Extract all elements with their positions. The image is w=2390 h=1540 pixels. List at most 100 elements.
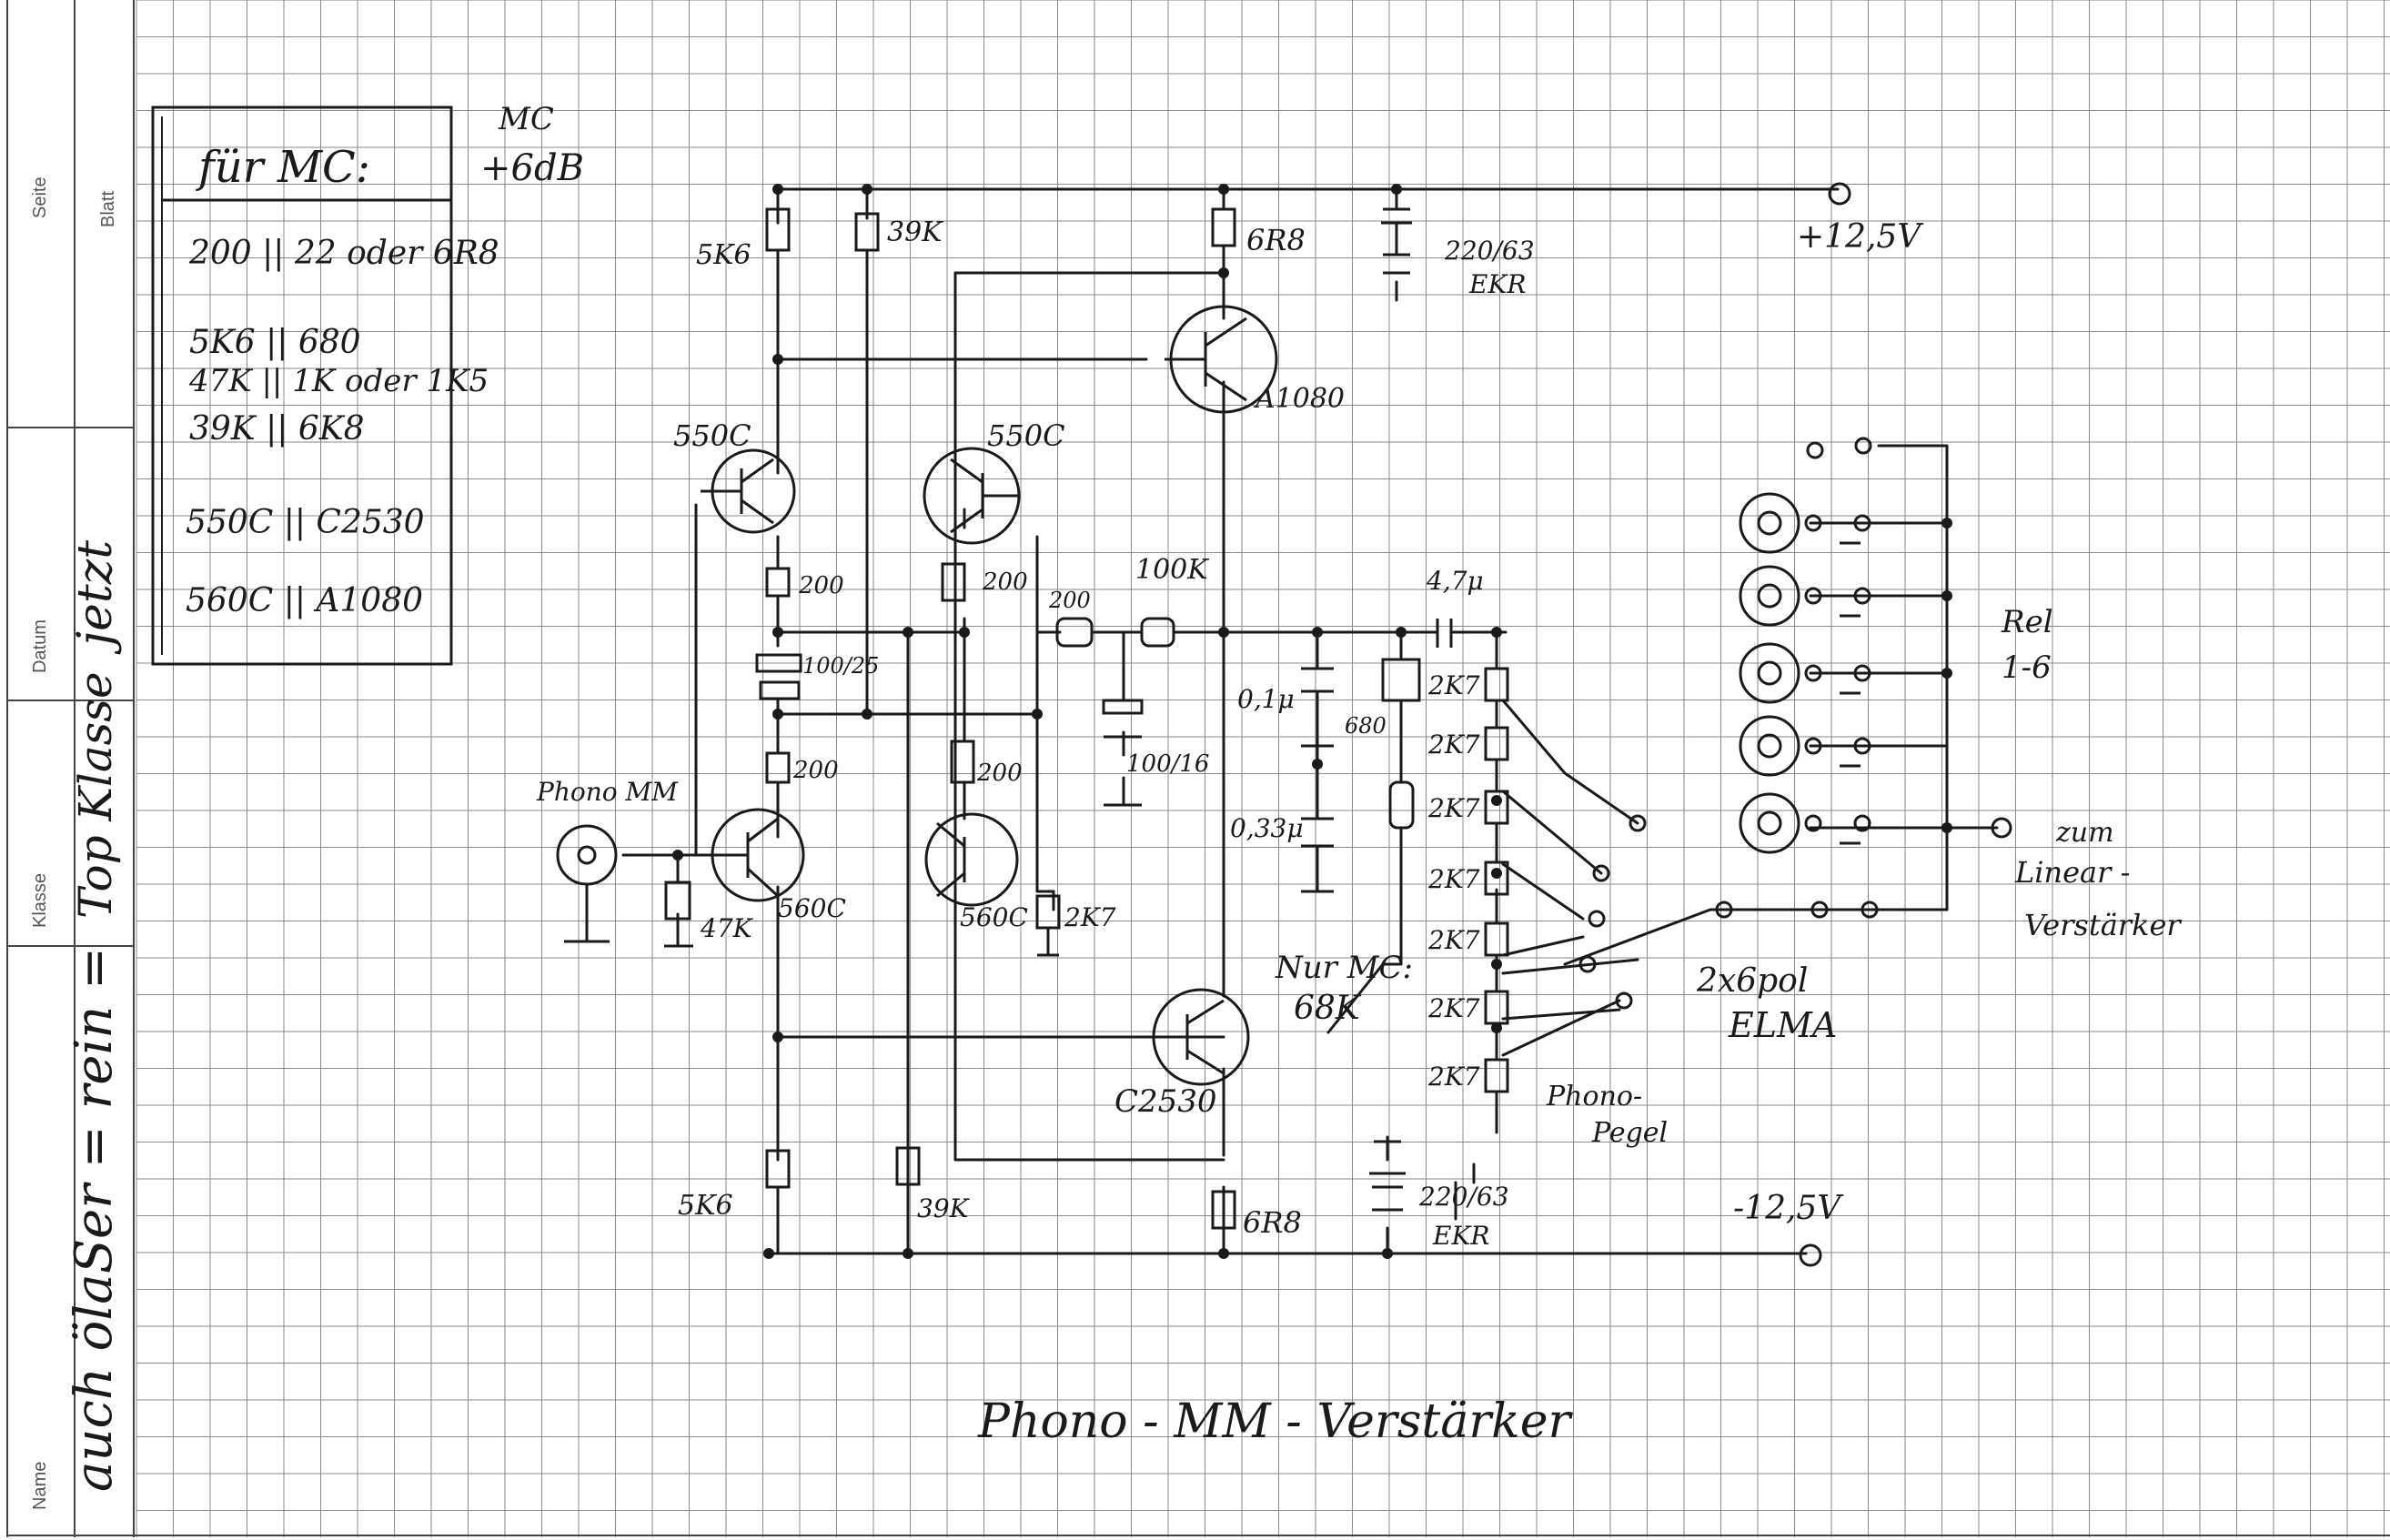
- label-220-top: 220/63: [1444, 236, 1535, 266]
- label-out-3: Verstärker: [2024, 908, 2182, 942]
- junction-dot: [1491, 627, 1502, 638]
- mc-row-6: 560C || A1080: [186, 582, 423, 619]
- capacitor-220-top: [1381, 207, 1412, 275]
- junction-dot: [1491, 1022, 1502, 1033]
- relay-contact: [1806, 441, 1824, 459]
- mc-note-box: für MC: MC +6dB 200 || 22 oder 6R8 5K6 |…: [151, 101, 584, 666]
- transistor-560c-right: [924, 812, 1019, 907]
- label-560c-left: 560C: [778, 893, 846, 923]
- relay-contact: [1853, 587, 1871, 605]
- junction-dot: [903, 1248, 913, 1259]
- name-value: auch ölaSer = rein =: [65, 947, 124, 1492]
- switch-contact: [1629, 814, 1647, 832]
- junction-dot: [1391, 184, 1402, 195]
- ladder-resistors: [1484, 667, 1509, 1093]
- output-terminal: [1991, 817, 2012, 839]
- switch-contact: [1715, 901, 1733, 919]
- resistor-6r8-top: [1211, 207, 1236, 247]
- grid-paper: [136, 0, 2390, 1537]
- label-5k6-bot: 5K6: [678, 1190, 733, 1222]
- label-nur-mc-2: 68K: [1294, 990, 1362, 1027]
- label-200-b: 200: [982, 569, 1028, 596]
- label-200-a: 200: [798, 572, 844, 599]
- label-supply-neg: -12,5V: [1733, 1190, 1844, 1227]
- mc-row-3: 47K || 1K oder 1K5: [188, 363, 489, 399]
- label-out-1: zum: [2055, 817, 2114, 849]
- junction-dot: [1491, 868, 1502, 879]
- relay-jack-pin: [1757, 733, 1782, 759]
- relay-jack-pin: [1757, 660, 1782, 686]
- capacitor-220-bot: [1369, 1140, 1406, 1212]
- label-6r8-bot: 6R8: [1243, 1205, 1302, 1240]
- relay-jack: [1739, 642, 1800, 704]
- resistor-200-b: [941, 562, 966, 602]
- label-200-c: 200: [792, 757, 839, 784]
- label-550c-right: 550C: [987, 418, 1065, 453]
- label-ladder-2k7: 2K7: [1427, 864, 1480, 894]
- label-nur-mc-1: Nur MC:: [1275, 950, 1413, 986]
- relay-jack: [1739, 565, 1800, 627]
- label-ladder-2k7: 2K7: [1427, 730, 1480, 760]
- junction-dot: [1491, 959, 1502, 970]
- relay-jack-pin: [1757, 810, 1782, 836]
- capacitor-680: [1381, 658, 1421, 702]
- capacitor-100-16: [1102, 699, 1144, 715]
- mc-gain-top: MC: [498, 101, 554, 137]
- mc-gain-bottom: +6dB: [480, 147, 584, 189]
- label-39k-bot: 39K: [917, 1193, 971, 1223]
- relay-jack-pin: [1757, 583, 1782, 609]
- ladder-resistor: [1484, 1058, 1509, 1093]
- junction-dot: [1941, 822, 1952, 833]
- junction-dot: [772, 354, 783, 365]
- capacitor-100-25: [755, 653, 802, 673]
- capacitor-100-16-b: [1104, 735, 1142, 807]
- relay-jack: [1739, 715, 1800, 777]
- resistor-6r8-bot: [1211, 1190, 1236, 1230]
- resistor-2k7-side-ground: [1037, 928, 1059, 957]
- label-rel-1: Rel: [2001, 604, 2053, 640]
- resistor-200-a: [765, 567, 791, 598]
- resistor-39k-bot: [895, 1146, 921, 1186]
- name-label: Name: [30, 1462, 50, 1510]
- junction-dot: [1218, 184, 1229, 195]
- label-ladder-2k7: 2K7: [1427, 993, 1480, 1023]
- junction-dot: [1382, 1248, 1393, 1259]
- junction-dot: [1218, 267, 1229, 278]
- component-labels: 5K6 39K 6R8 220/63 EKR +12,5V A1080 550C…: [536, 216, 2182, 1449]
- junction-dot: [1396, 627, 1407, 638]
- relay-contact: [1853, 664, 1871, 682]
- ladder-resistor: [1484, 861, 1509, 896]
- ladder-resistor: [1484, 726, 1509, 761]
- label-phono-pegel-1: Phono-: [1546, 1081, 1642, 1112]
- relay-jack-pin: [1757, 510, 1782, 536]
- resistor-47k: [664, 881, 691, 921]
- label-200-d: 200: [976, 760, 1023, 787]
- junction-dot: [903, 627, 913, 638]
- junction-dot: [862, 709, 872, 720]
- label-100-25: 100/25: [802, 653, 879, 679]
- ladder-resistor: [1484, 667, 1509, 702]
- label-5k6-top: 5K6: [696, 239, 751, 271]
- relay-contact: [1804, 514, 1822, 532]
- label-220-bot: 220/63: [1418, 1182, 1509, 1212]
- junction-dot: [1491, 795, 1502, 806]
- klasse-label: Klasse: [30, 873, 50, 928]
- label-01u: 0,1μ: [1237, 684, 1295, 714]
- relay-contact: [1853, 814, 1871, 832]
- ladder-resistor: [1484, 990, 1509, 1025]
- junction-dot: [672, 850, 683, 861]
- label-4u7: 4,7μ: [1426, 566, 1484, 596]
- switch-contact: [1592, 864, 1610, 882]
- junction-dot: [1218, 627, 1229, 638]
- relay-jack: [1739, 492, 1800, 554]
- junction-dot: [959, 627, 970, 638]
- relay-contact: [1853, 514, 1871, 532]
- label-a1080: A1080: [1253, 383, 1345, 415]
- relay-contact: [1804, 814, 1822, 832]
- relay-contact: [1804, 664, 1822, 682]
- switch-contact: [1861, 901, 1879, 919]
- label-6r8-top: 6R8: [1246, 223, 1306, 257]
- supply-neg-terminal: [1799, 1243, 1822, 1267]
- transistor-550c-right-symbol: [950, 458, 1019, 534]
